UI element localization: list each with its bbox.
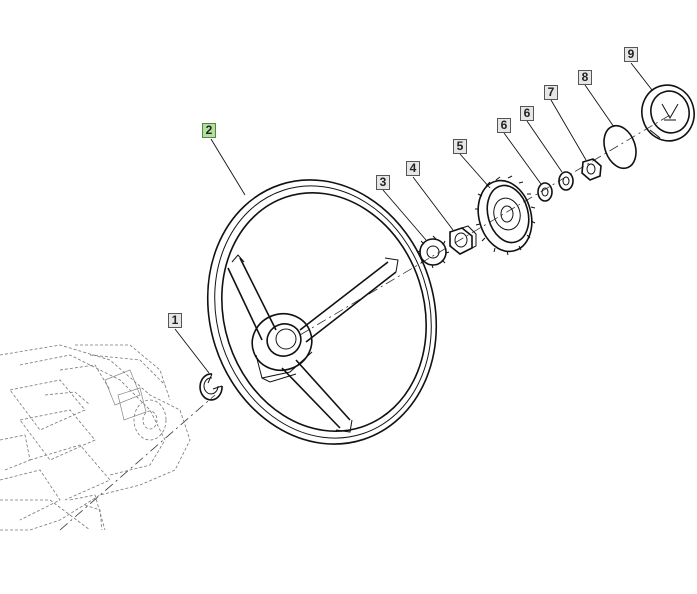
callout-3[interactable]: 3 [376,175,390,190]
washer-part-6-a [537,182,553,202]
splined-hub-part-5 [475,175,536,256]
center-cap-part-9 [641,84,695,142]
callout-8[interactable]: 8 [578,70,592,85]
o-ring-part-8 [603,124,637,170]
callout-4[interactable]: 4 [406,161,420,176]
hex-nut-part-4 [449,225,477,255]
lock-washer-part-3 [416,235,450,269]
callout-9[interactable]: 9 [624,47,638,62]
steering-wheel-part-2 [206,179,438,445]
nut-part-7 [581,158,602,181]
assembly-axis-line [59,114,671,531]
washer-part-6-b [558,171,574,191]
leader-lines [174,62,653,374]
callout-6b[interactable]: 6 [520,106,534,121]
callout-6a[interactable]: 6 [497,118,511,133]
callout-2[interactable]: 2 [202,123,216,138]
callout-1[interactable]: 1 [168,313,182,328]
steering-column-ghost [0,344,191,531]
callout-7[interactable]: 7 [544,85,558,100]
snap-ring-part-1 [199,373,223,401]
callout-5[interactable]: 5 [453,139,467,154]
